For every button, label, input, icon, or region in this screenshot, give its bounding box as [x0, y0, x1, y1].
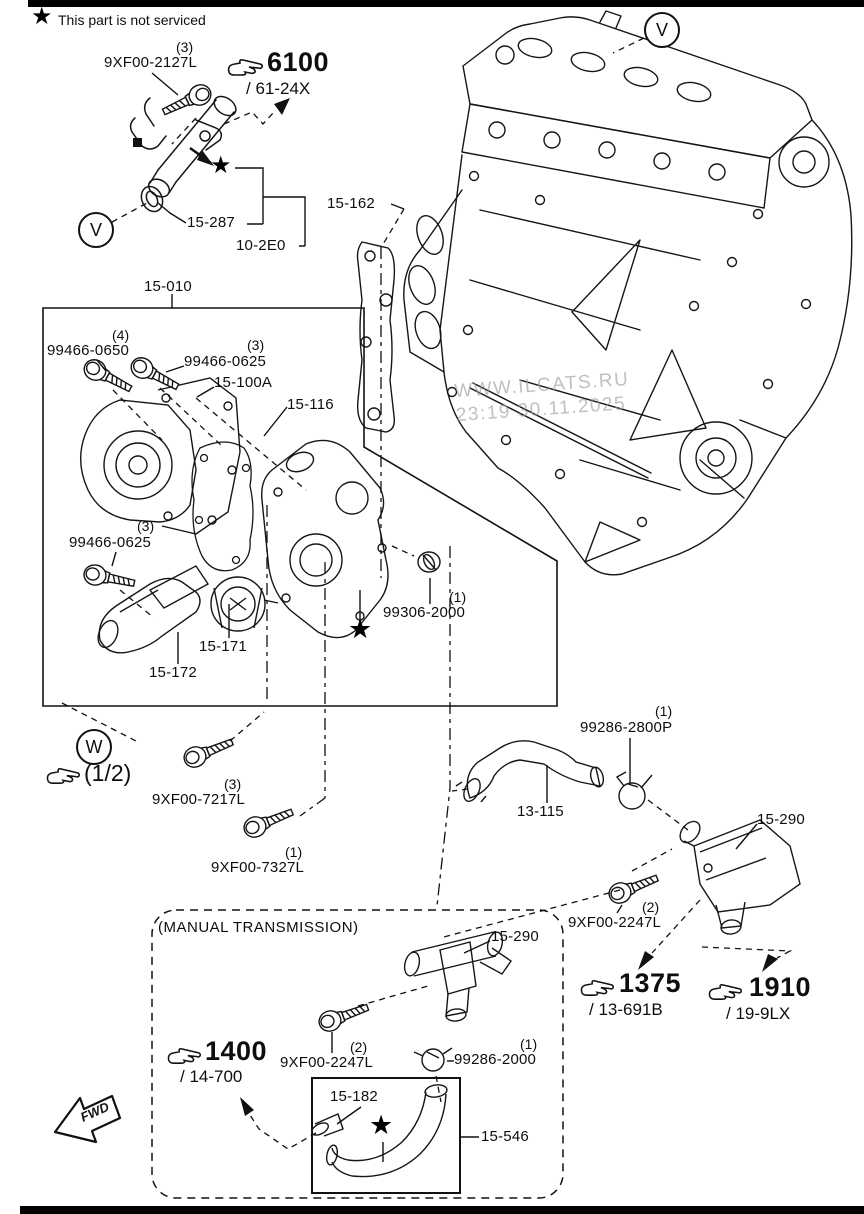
label-9xf00-7217l: 9XF00-7217L [152, 791, 246, 808]
bolt-99466-0650-drawing [79, 355, 136, 399]
view-marker-w: W [76, 729, 112, 765]
label-99466-0625b: 99466-0625 [69, 534, 152, 551]
label-10-2e0: 10-2E0 [236, 237, 286, 254]
label-99286-2800p: 99286-2800P [580, 719, 673, 736]
bolt-99466-0625b-drawing [81, 562, 137, 594]
manual-transmission-box [151, 909, 564, 1199]
label-13-115: 13-115 [517, 803, 564, 820]
label-15-182: 15-182 [330, 1088, 378, 1105]
label-15-162: 15-162 [327, 195, 375, 212]
label-15-116: 15-116 [287, 396, 334, 413]
ref-link-1375-sub[interactable]: / 13-691B [589, 1000, 663, 1019]
bolt-9xf00-7327l-drawing [240, 802, 297, 842]
qty-99286-2800p: (1) [655, 703, 673, 719]
ref-link-6100-sub[interactable]: / 61-24X [246, 79, 311, 98]
label-99466-0625a: 99466-0625 [184, 353, 267, 370]
hand-pointer-icon [46, 768, 81, 784]
ref-link-1910-sub[interactable]: / 19-9LX [726, 1004, 791, 1023]
qty-9xf00-2247l-right: (2) [642, 899, 660, 915]
bolt-9xf00-2127l-drawing [158, 80, 215, 122]
label-manual-transmission: (MANUAL TRANSMISSION) [158, 919, 359, 936]
not-serviced-star-15-287: ★ [210, 152, 232, 179]
clamp-99286-2800p-drawing [615, 771, 653, 810]
label-15-171: 15-171 [199, 638, 247, 655]
engine-illustration [403, 10, 853, 576]
ref-link-6100[interactable]: 6100 [267, 47, 330, 77]
qty-9xf00-7217l: (3) [224, 776, 242, 792]
label-99286-2000: 99286-2000 [454, 1051, 537, 1068]
label-15-172: 15-172 [149, 664, 197, 681]
gasket-15-100a-drawing [191, 441, 254, 572]
hand-pointer-icon [580, 980, 615, 996]
bolt-9xf00-2247l-mt-drawing [315, 997, 372, 1035]
group-box-15-010 [42, 307, 558, 707]
not-serviced-star-15-546: ★ [369, 1110, 394, 1140]
label-9xf00-2247l-right: 9XF00-2247L [568, 914, 662, 931]
label-15-010: 15-010 [144, 278, 192, 295]
label-15-287: 15-287 [187, 214, 235, 231]
not-serviced-star-legend: ★ [31, 3, 53, 30]
clamp-99286-2000-drawing [413, 1047, 453, 1072]
label-9xf00-2247l-mt: 9XF00-2247L [280, 1054, 374, 1071]
ref-link-1910[interactable]: 1910 [749, 972, 812, 1002]
ref-link-1375[interactable]: 1375 [619, 968, 682, 998]
label-15-546: 15-546 [481, 1128, 529, 1145]
bottom-edge-bar [20, 1206, 864, 1214]
gasket-15-162-drawing [356, 241, 396, 433]
qty-9xf00-7327l: (1) [285, 844, 303, 860]
hose-13-115-drawing [455, 740, 605, 803]
label-15-290: 15-290 [757, 811, 805, 828]
leader-lines-dashed [61, 37, 793, 1150]
view-marker-v-top: V [644, 12, 680, 48]
label-15-100a: 15-100A [214, 374, 273, 391]
top-edge-bar [28, 0, 864, 7]
qty-9xf00-2127l: (3) [176, 39, 194, 55]
label-9xf00-7327l: 9XF00-7327L [211, 859, 305, 876]
label-99466-0650: 99466-0650 [47, 342, 130, 359]
thermostat-15-171-drawing [210, 576, 279, 632]
label-99306-2000: 99306-2000 [383, 604, 466, 621]
water-outlet-15-172-drawing [97, 565, 210, 654]
legend-text: This part is not serviced [58, 12, 206, 28]
fwd-arrow: FWD [53, 1094, 122, 1144]
leader-arrowheads [197, 98, 778, 1116]
water-pump-drawing [80, 377, 241, 535]
hand-pointer-icon [708, 984, 743, 1000]
ref-link-1400[interactable]: 1400 [205, 1036, 268, 1066]
not-serviced-star-15-116: ★ [348, 614, 373, 644]
hand-pointer-icon [227, 59, 264, 76]
qty-99466-0625b: (3) [137, 518, 155, 534]
qty-99466-0625a: (3) [247, 337, 265, 353]
plug-99306-2000-drawing [417, 551, 441, 573]
view-marker-v-left: V [78, 212, 114, 248]
bolt-9xf00-7217l-drawing [180, 732, 237, 772]
qty-9xf00-2247l-mt: (2) [350, 1039, 368, 1055]
ref-link-1-2[interactable]: (1/2) [84, 760, 132, 786]
label-9xf00-2127l: 9XF00-2127L [104, 54, 198, 71]
bolt-99466-0625a-drawing [126, 353, 183, 397]
water-hose-15-546-drawing [325, 1084, 448, 1178]
ref-link-1400-sub[interactable]: / 14-700 [180, 1067, 243, 1086]
section-lines-dashdot [266, 247, 451, 907]
qty-99466-0650: (4) [112, 327, 130, 343]
label-15-290-mt: 15-290 [491, 928, 539, 945]
joint-pipe-15-290-drawing [679, 819, 801, 935]
qty-99306-2000: (1) [449, 589, 467, 605]
hand-pointer-icon [167, 1048, 202, 1064]
qty-99286-2000: (1) [520, 1036, 538, 1052]
